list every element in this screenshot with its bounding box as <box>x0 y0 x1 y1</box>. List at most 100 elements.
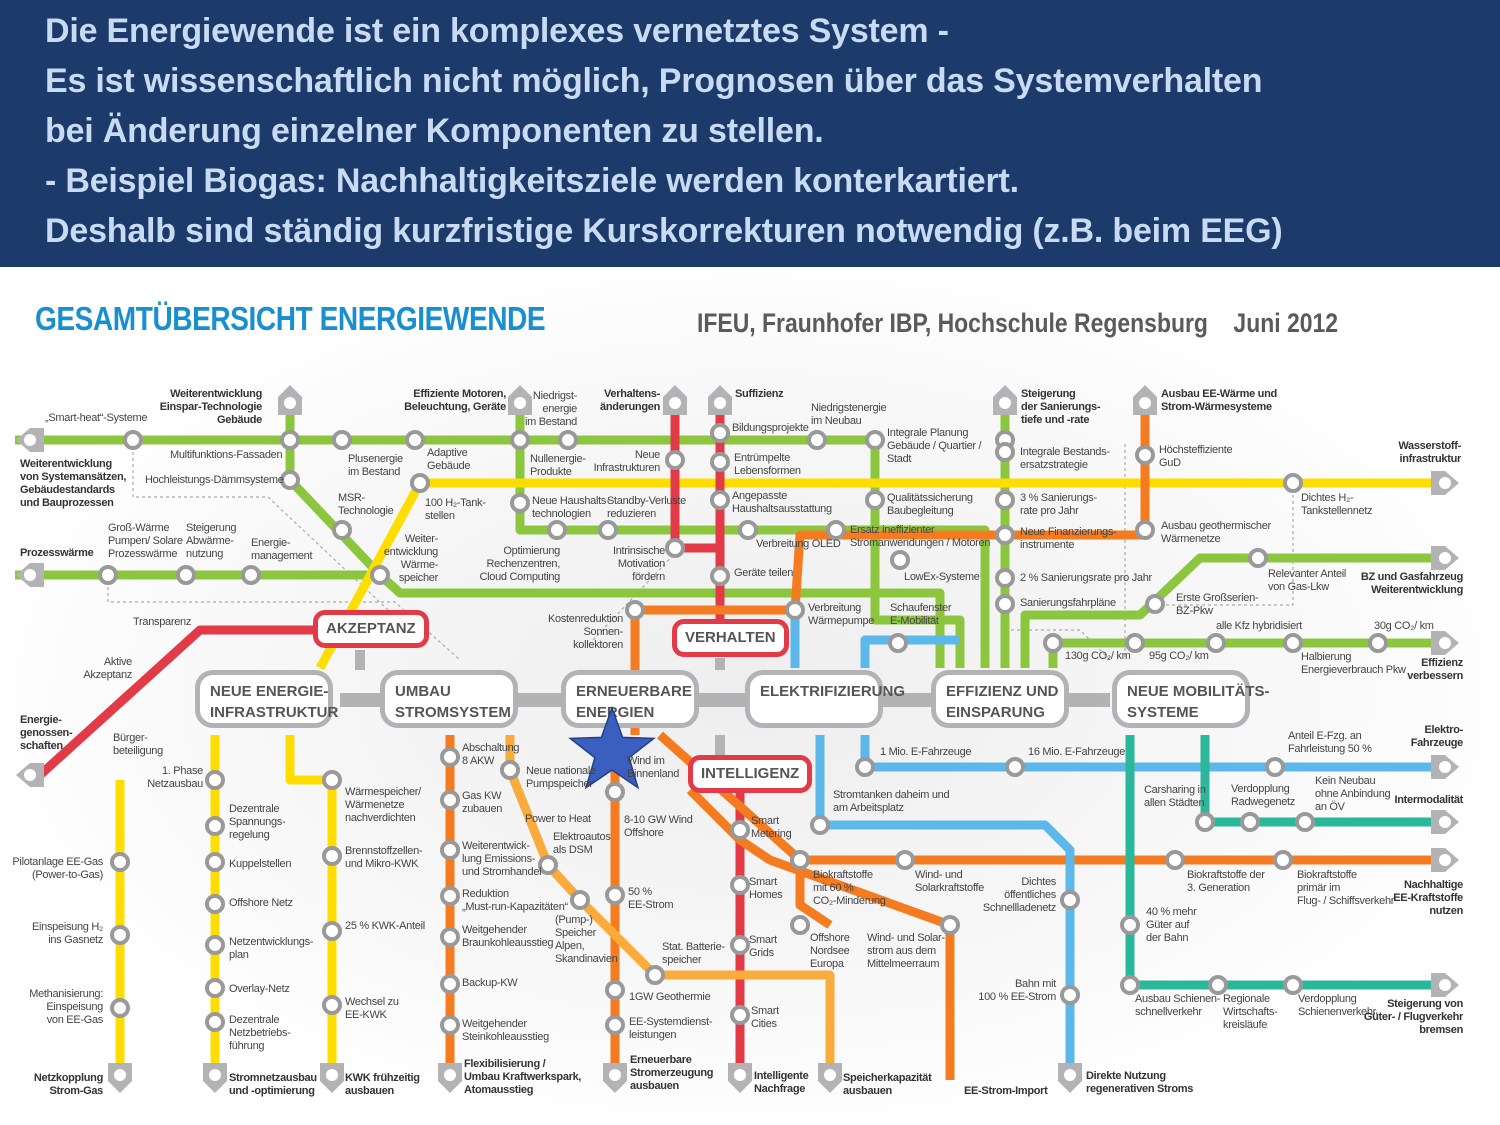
station-stop <box>625 600 645 620</box>
station-stop <box>205 770 225 790</box>
station-stop <box>895 850 915 870</box>
slide-header: Die Energiewende ist ein komplexes verne… <box>0 0 1500 267</box>
station-stop <box>730 875 750 895</box>
station-stop <box>205 894 225 914</box>
station-stop <box>123 430 143 450</box>
station-label: Relevanter Anteil von Gas-Lkw <box>1268 568 1347 593</box>
station-label: alle Kfz hybridisiert <box>1216 620 1303 632</box>
dotted-connector <box>132 440 421 641</box>
station-label: Elektroautos als DSM <box>553 831 611 856</box>
metro-line <box>1020 553 1445 668</box>
station-label: Adaptive Gebäude <box>427 447 471 472</box>
station-stop <box>205 978 225 998</box>
station-label: Halbierung Energieverbrauch Pkw <box>1301 651 1406 676</box>
station-stop <box>995 442 1015 462</box>
station-stop <box>405 430 425 450</box>
station-label: Wechsel zu EE-KWK <box>345 996 399 1021</box>
station-stop <box>605 1015 625 1035</box>
line-goal-label: Weiterentwicklung Einspar-Technologie Ge… <box>159 388 263 426</box>
station-label: Stat. Batterie- speicher <box>662 941 725 966</box>
station-label: Wind im Binnenland <box>627 755 680 780</box>
station-stop <box>785 600 805 620</box>
line-goal-label: Energie- genossen- schaften <box>20 714 73 752</box>
station-label: Ausbau geothermischer Wärmenetze <box>1161 520 1271 545</box>
station-label: Aktive Akzeptanz <box>83 656 132 681</box>
line-goal-label: Suffizienz <box>735 388 784 400</box>
station-label: Biokraftstoffe mit 60 % CO₂-Minderung <box>813 869 886 907</box>
station-stop <box>440 886 460 906</box>
station-stop <box>1135 520 1155 540</box>
station-stop <box>176 565 196 585</box>
station-stop <box>440 974 460 994</box>
station-stop <box>558 430 578 450</box>
station-label: Brennstoffzellen- und Mikro-KWK <box>345 845 423 870</box>
station-stop <box>730 935 750 955</box>
station-stop <box>1125 633 1145 653</box>
terminal-station <box>734 1069 746 1081</box>
station-label: Wind- und Solar- strom aus dem Mittelmee… <box>867 932 945 970</box>
line-goal-label: Verhaltens- änderungen <box>600 388 660 413</box>
station-label: Dezentrale Netzbetriebs- führung <box>229 1014 291 1052</box>
station-label: Offshore Netz <box>229 897 293 909</box>
line-goal-label: EE-Strom-Import <box>964 1085 1048 1097</box>
station-stop <box>807 430 827 450</box>
station-label: Kein Neubau ohne Anbindung an ÖV <box>1315 775 1391 813</box>
terminal-station <box>1439 979 1451 991</box>
station-label: Smart Homes <box>749 876 783 901</box>
metro-line <box>630 395 1150 735</box>
metro-line <box>285 395 945 668</box>
station-stop <box>1135 445 1155 465</box>
line-goal-label: Ausbau EE-Wärme und Strom-Wärmesysteme <box>1161 388 1277 413</box>
station-label: Transparenz <box>133 616 192 628</box>
station-stop <box>110 852 130 872</box>
terminal-station <box>209 1069 221 1081</box>
station-label: Verdopplung Schienenverkehr <box>1298 993 1377 1018</box>
station-stop <box>280 470 300 490</box>
line-goal-label: Direkte Nutzung regenerativen Stroms <box>1086 1070 1194 1095</box>
station-label: Pilotanlage EE-Gas (Power-to-Gas) <box>12 856 103 881</box>
line-goal-label: Steigerung der Sanierungs- tiefe und -ra… <box>1021 388 1101 426</box>
station-stop <box>1060 985 1080 1005</box>
station-label: Dichtes H₂- Tankstellennetz <box>1301 492 1373 517</box>
metro-line <box>860 635 960 668</box>
terminal-station <box>326 1069 338 1081</box>
station-stop <box>500 760 520 780</box>
hub-umbau-stromsystem: UMBAU STROMSYSTEM <box>380 670 518 728</box>
station-stop <box>855 757 875 777</box>
station-stop <box>410 473 430 493</box>
station-label: Integrale Bestands- ersatzstrategie <box>1020 446 1110 471</box>
station-label: Niedrigst- energie im Bestand <box>524 390 577 428</box>
terminal-station <box>1439 477 1451 489</box>
station-stop <box>538 855 558 875</box>
terminal-station <box>1439 761 1451 773</box>
station-label: Bildungsprojekte <box>732 422 809 434</box>
station-label: Steigerung Abwärme- nutzung <box>186 522 237 560</box>
station-label: 1 Mio. E-Fahrzeuge <box>880 746 972 758</box>
station-stop <box>890 550 910 570</box>
station-label: Optimierung Rechenzentren, Cloud Computi… <box>479 545 561 583</box>
station-label: Qualitätssicherung Baubegleitung <box>887 492 973 517</box>
station-label: Ersatz ineffizienter Stromanwendungen / … <box>850 524 991 549</box>
station-label: Wärmespeicher/ Wärmenetze nachverdichten <box>345 786 421 824</box>
line-goal-label: Intelligente Nachfrage <box>754 1070 809 1095</box>
station-stop <box>1043 633 1063 653</box>
terminal-station <box>824 1069 836 1081</box>
station-stop <box>440 1015 460 1035</box>
station-stop <box>940 915 960 935</box>
station-label: Kuppelstellen <box>229 858 292 870</box>
station-label: LowEx-Systeme <box>904 571 980 583</box>
metro-line <box>670 395 720 553</box>
line-goal-label: Elektro- Fahrzeuge <box>1410 724 1464 749</box>
station-label: Höchsteffiziente GuD <box>1159 444 1233 469</box>
station-stop <box>645 965 665 985</box>
station-stop <box>1283 975 1303 995</box>
station-stop <box>598 520 618 540</box>
station-stop <box>710 452 730 472</box>
station-label: Multifunktions-Fassaden <box>170 449 283 461</box>
line-goal-label: Stromnetzausbau und -optimierung <box>229 1072 317 1097</box>
station-stop <box>995 490 1015 510</box>
station-stop <box>322 995 342 1015</box>
station-stop <box>332 430 352 450</box>
station-label: 50 % EE-Strom <box>628 886 674 911</box>
station-label: Plusenergie im Bestand <box>348 453 403 478</box>
